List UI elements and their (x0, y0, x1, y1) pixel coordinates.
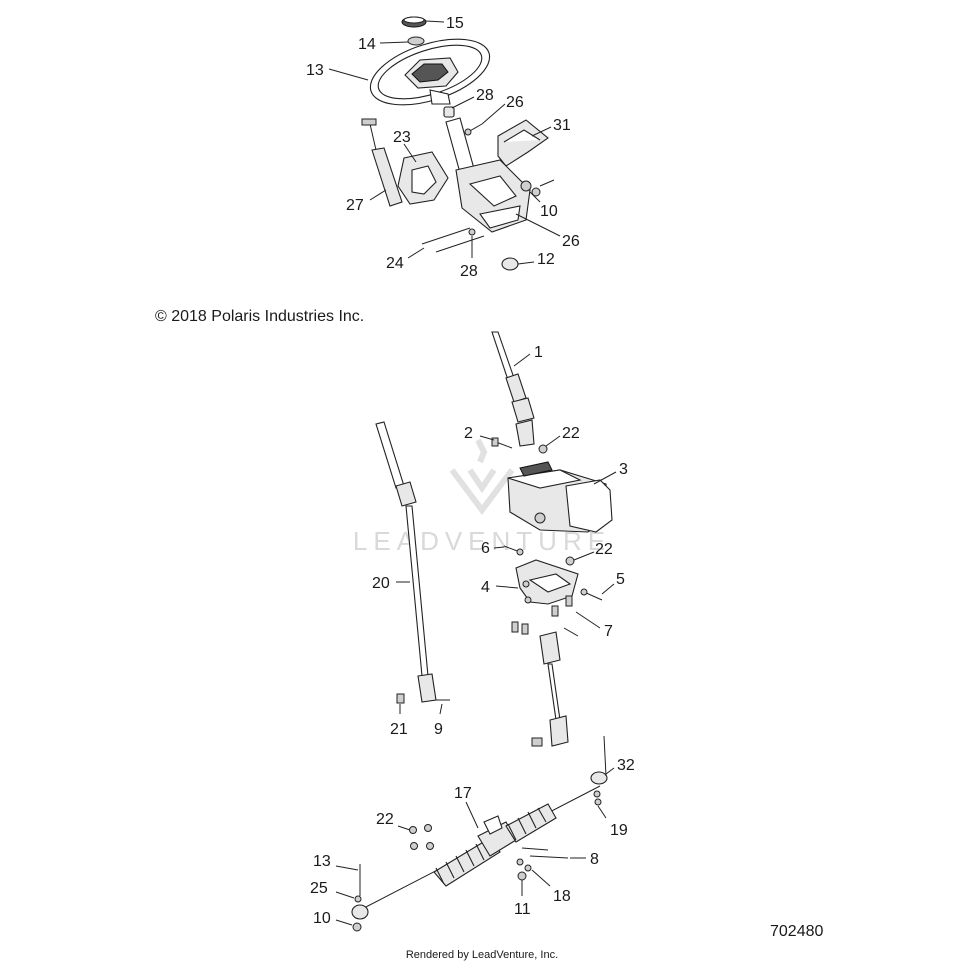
callout-20: 20 (372, 575, 390, 592)
part-26-tilt-bracket (455, 159, 531, 233)
callout-30: 28 (476, 87, 494, 104)
part-27-gas-strut (361, 118, 403, 207)
part-12-spacer (501, 257, 519, 271)
callout-2: 2 (464, 425, 473, 442)
part-17-steering-rack (359, 785, 601, 911)
part-16-cap (401, 16, 427, 28)
callout-18: 18 (553, 888, 571, 905)
callout-11: 11 (514, 901, 531, 918)
part-3-gearbox (507, 461, 613, 533)
part-10-nut-lower (352, 922, 362, 932)
callout-28: 26 (506, 94, 524, 111)
callout-22-a: 22 (562, 425, 580, 442)
callout-13: 13 (313, 853, 331, 870)
diagram-number: 702480 (770, 923, 823, 940)
callout-7: 7 (604, 623, 613, 640)
callout-12: 12 (537, 251, 555, 268)
callout-19: 19 (610, 822, 628, 839)
part-22-nut-b (565, 556, 575, 566)
callout-9: 9 (434, 721, 443, 738)
part-18-washers (516, 858, 532, 872)
part-30-bushing (443, 106, 455, 118)
copyright-text: © 2018 Polaris Industries Inc. (155, 308, 364, 325)
callout-8: 8 (590, 851, 599, 868)
footer-text: Rendered by LeadVenture, Inc. (406, 949, 558, 961)
part-4-bracket (515, 559, 579, 605)
part-22-nut-a (538, 444, 548, 454)
callout-15: 14 (358, 36, 376, 53)
callout-6: 6 (481, 540, 490, 557)
callout-26: 26 (562, 233, 580, 250)
callout-21: 21 (390, 721, 408, 738)
part-21-nut (396, 693, 405, 704)
callout-22-b: 22 (595, 541, 613, 558)
callout-27: 27 (346, 197, 364, 214)
callouts: 15 14 13 28 26 31 23 27 10 26 24 28 (306, 15, 635, 927)
part-22-nuts-c (409, 824, 434, 850)
callout-23: 23 (393, 129, 411, 146)
lower-intermediate-shaft (531, 631, 569, 747)
part-20-steering-shaft (375, 421, 437, 703)
part-25-washer (354, 895, 362, 903)
part-23-bracket (397, 151, 449, 205)
watermark-logo (449, 438, 515, 515)
callout-22-c: 22 (376, 811, 394, 828)
part-31-cover (497, 119, 549, 167)
part-14-steering-wheel (369, 38, 491, 106)
callout-10-upper: 10 (540, 203, 558, 220)
callout-14: 13 (306, 62, 324, 79)
callout-3: 3 (619, 461, 628, 478)
callout-17: 17 (454, 785, 472, 802)
callout-25: 25 (310, 880, 328, 897)
part-1-upper-shaft (491, 331, 535, 447)
tie-rod-end-left (351, 904, 369, 920)
callout-10-lower: 10 (313, 910, 331, 927)
part-29-washer (468, 228, 476, 236)
part-10-nut-upper (520, 179, 555, 197)
callout-1: 1 (534, 344, 543, 361)
callout-4: 4 (481, 579, 490, 596)
part-32-tie-rod-end (590, 735, 608, 785)
callout-16: 15 (446, 15, 464, 32)
part-7-bolts (511, 595, 579, 637)
callout-31: 31 (553, 117, 571, 134)
part-15-nut (407, 36, 425, 46)
part-24-bolts (421, 227, 485, 253)
part-6-bolt (503, 545, 524, 556)
callout-29: 28 (460, 263, 478, 280)
callout-32: 32 (617, 757, 635, 774)
part-8-bolts (521, 847, 569, 859)
part-28-bolt (464, 123, 483, 136)
callout-5: 5 (616, 571, 625, 588)
part-19-washers (593, 790, 602, 806)
part-2-bolt (491, 437, 513, 449)
part-11-nut (517, 871, 527, 881)
callout-24: 24 (386, 255, 404, 272)
part-5-bolt (580, 588, 603, 601)
